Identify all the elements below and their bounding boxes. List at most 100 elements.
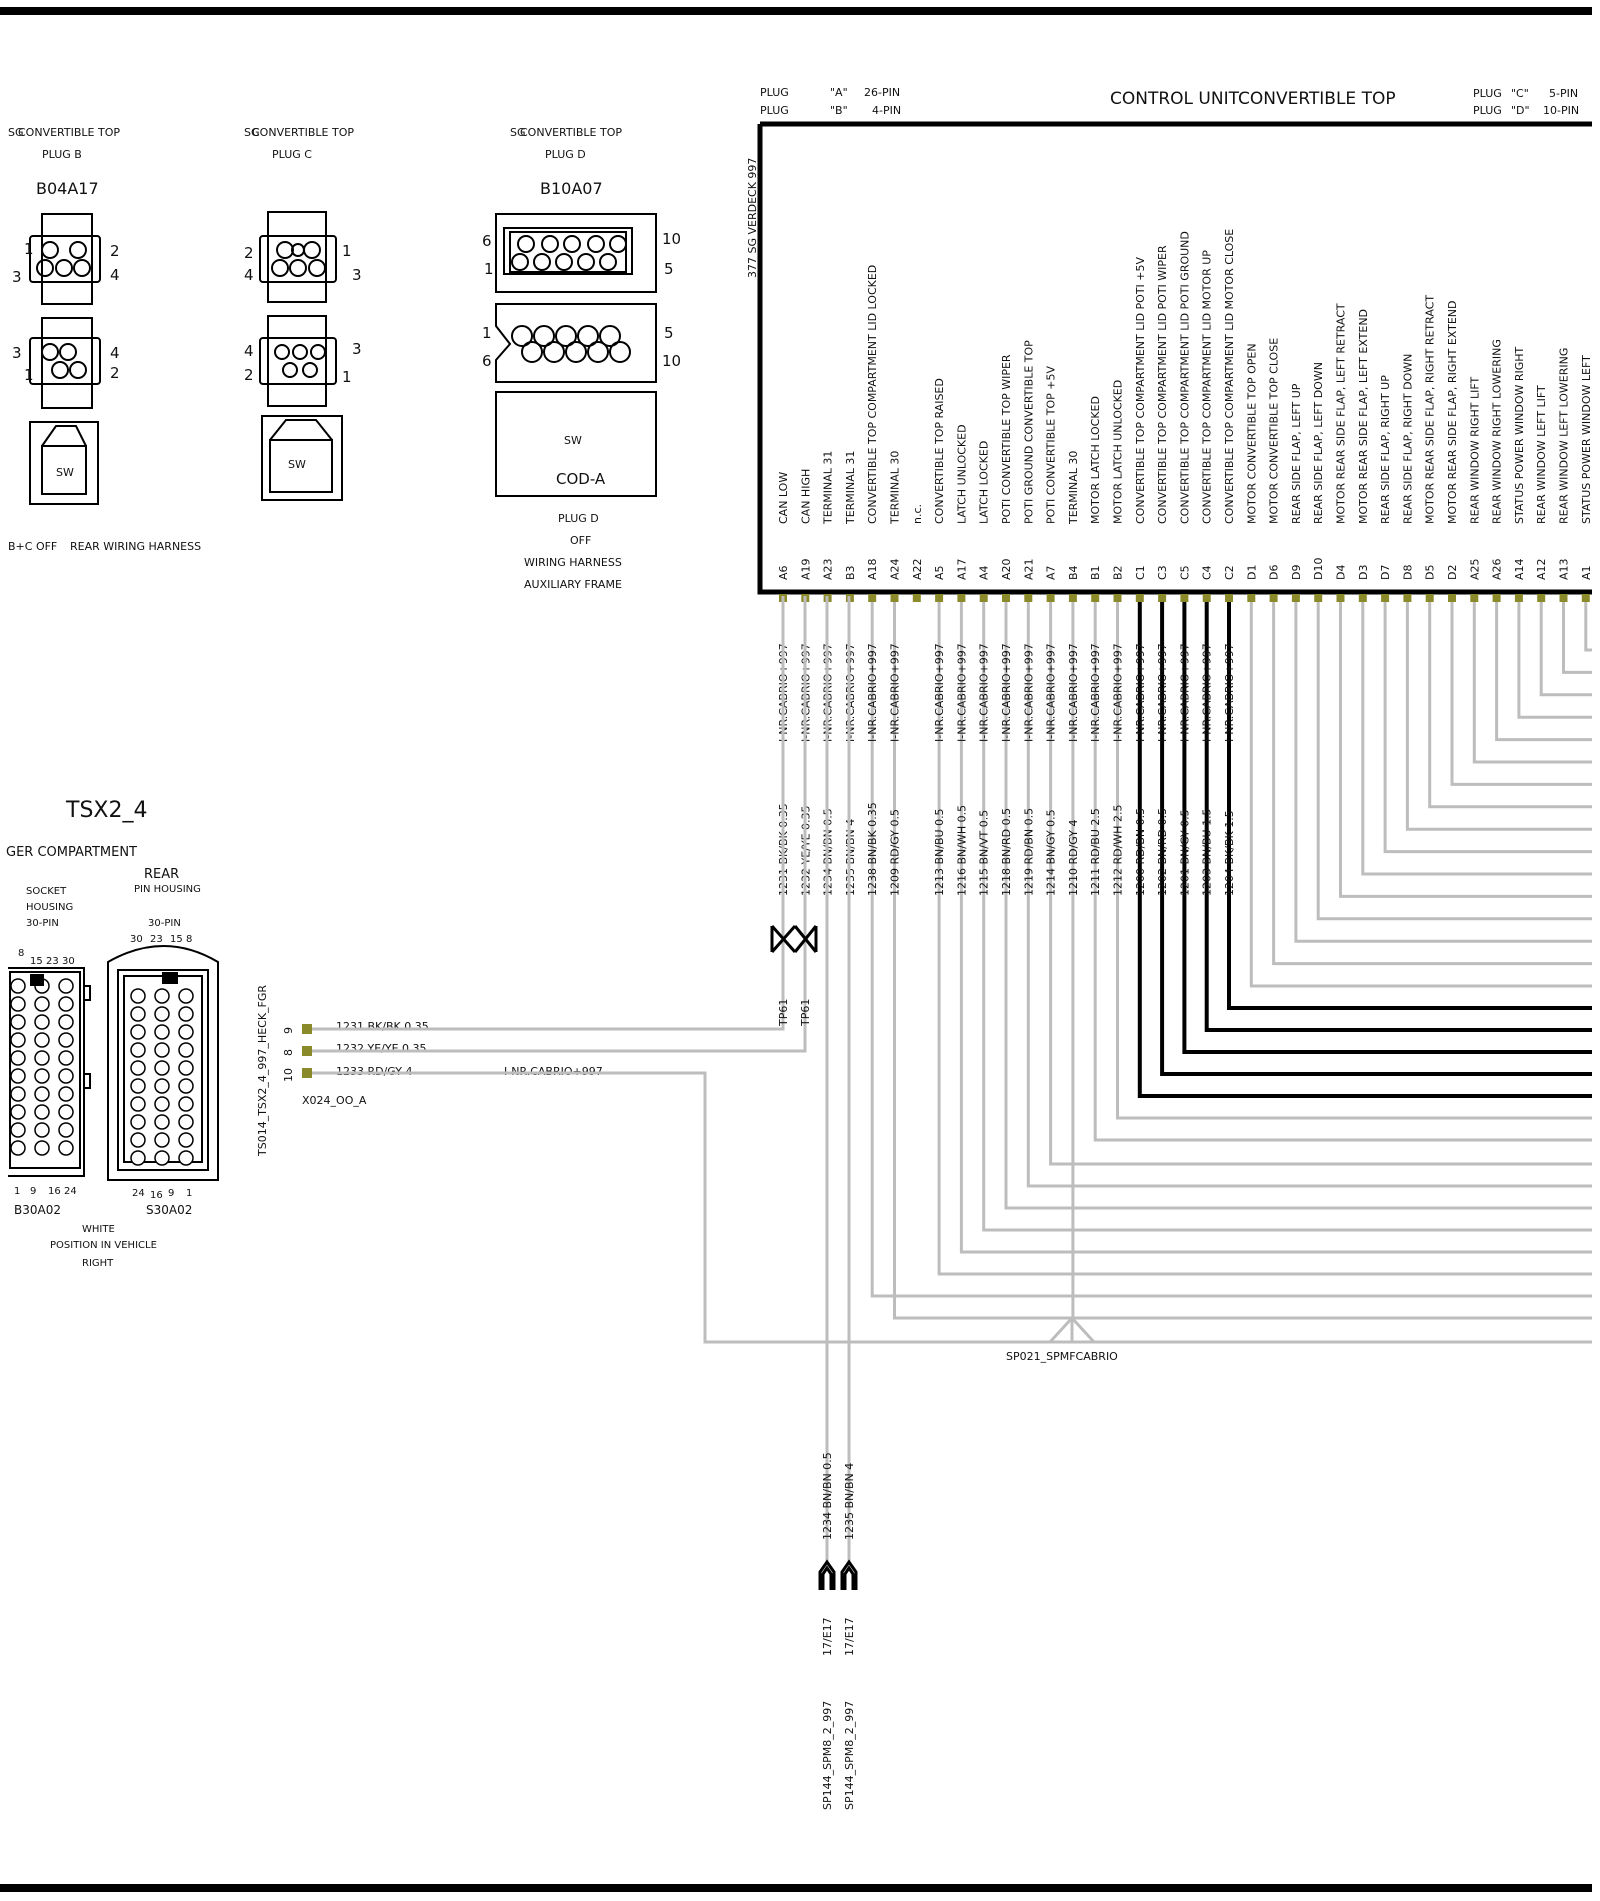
pin-marker-A25 (1470, 594, 1479, 602)
pin-func-D3: MOTOR REAR SIDE FLAP, LEFT EXTEND (1357, 309, 1370, 524)
pin-func-C4: CONVERTIBLE TOP COMPARTMENT LID MOTOR UP (1201, 250, 1214, 524)
pin-id-A22: A22 (911, 558, 924, 580)
conn-d-cod: COD-A (556, 470, 606, 488)
tsx-pin-hole (154, 1132, 170, 1148)
wire-A24 (893, 602, 1592, 1320)
plug-d-pins: 10-PIN (1543, 104, 1579, 117)
conn-d-pin-5: 1 (482, 324, 492, 342)
pin-func-A25: REAR WINDOW RIGHT LIFT (1468, 376, 1481, 524)
pin-id-D2: D2 (1446, 565, 1459, 580)
ts014-pin-8: 8 (282, 1049, 295, 1056)
tsx-ltop-1: 8 (18, 948, 24, 959)
net-label-A24: I-NR.CABRIO+997 (889, 643, 902, 742)
plug-c-word: PLUG (1473, 87, 1502, 100)
ground-wire-label-2: 1235 BN/BN 4 (843, 1463, 856, 1540)
pin-id-A4: A4 (978, 565, 991, 580)
tsx-socket-hole (10, 1068, 26, 1084)
tsx-key-right (162, 972, 178, 984)
ts014-pin-9: 9 (282, 1027, 295, 1034)
net-label-A7: I-NR.CABRIO+997 (1045, 643, 1058, 742)
pin-func-D4: MOTOR REAR SIDE FLAP, LEFT RETRACT (1335, 303, 1348, 524)
pin-id-A19: A19 (799, 558, 812, 580)
wire-C1 (1137, 602, 1592, 1098)
ground-terminal-1 (818, 1559, 836, 1590)
conn-c-pin-6: 3 (352, 340, 362, 358)
pin-func-D10: REAR SIDE FLAP, LEFT DOWN (1312, 362, 1325, 524)
tsx-socket-hole (58, 1086, 74, 1102)
tsx-lbot-1: 1 (14, 1186, 20, 1197)
tsx-pin-hole (130, 988, 146, 1004)
tsx-lbot-2: 9 (30, 1186, 36, 1197)
wire-D3 (1361, 602, 1592, 876)
pin-id-D6: D6 (1268, 565, 1281, 580)
ground-ref-1: 17/E17 (821, 1617, 834, 1656)
conn-d-pin-1: 6 (482, 232, 492, 250)
pin-func-A13: REAR WINDOW LEFT LOWERING (1558, 348, 1571, 524)
pin-func-D2: MOTOR REAR SIDE FLAP, RIGHT EXTEND (1446, 301, 1459, 525)
conn-c-pin-3: 4 (244, 266, 254, 284)
pin-func-A24: TERMINAL 30 (889, 451, 902, 525)
pin-id-A17: A17 (955, 558, 968, 580)
tsx-pin-hole (130, 1150, 146, 1166)
conn-b-pin-7: 1 (24, 366, 34, 384)
conn-c-pin-2: 1 (342, 242, 352, 260)
tsx-pin-hole (178, 1060, 194, 1076)
pin-marker-D8 (1403, 594, 1412, 602)
pin-id-D10: D10 (1312, 558, 1325, 580)
plugd-note-4: AUXILIARY FRAME (524, 578, 622, 591)
ground-splice-2: SP144_SPM8_2_997 (843, 1701, 856, 1810)
pin-id-C5: C5 (1178, 565, 1191, 580)
pin-func-B3: TERMINAL 31 (844, 451, 857, 525)
tsx-code-left: B30A02 (14, 1203, 61, 1217)
wire-A17 (959, 602, 1592, 1254)
conn-b-plug: PLUG B (42, 148, 82, 161)
pin-marker-D1 (1247, 594, 1256, 602)
pin-marker-D2 (1448, 594, 1456, 602)
pin-id-B2: B2 (1112, 565, 1125, 580)
pin-id-C4: C4 (1201, 565, 1214, 580)
plug-header-left: PLUG "A" 26-PIN PLUG "B" 4-PIN (760, 86, 901, 117)
tsx-rbot-2: 16 (150, 1190, 163, 1201)
pin-func-A12: REAR WINDOW LEFT LIFT (1535, 385, 1548, 524)
conn-b-pin-8: 2 (110, 364, 120, 382)
conn-d-sw: SW (564, 434, 582, 447)
pin-func-C3: CONVERTIBLE TOP COMPARTMENT LID POTI WIP… (1156, 245, 1169, 524)
tsx-socket-1: SOCKET (26, 886, 67, 897)
conn-d-pin-3: 1 (484, 260, 494, 278)
tsx-lbot-3: 16 (48, 1186, 61, 1197)
pin-id-A21: A21 (1022, 558, 1035, 580)
pin-marker-B1 (1091, 594, 1100, 602)
tsx-pin-hole (178, 1132, 194, 1148)
tp61-label-1: TP61 (777, 999, 790, 1027)
pin-marker-D6 (1269, 594, 1278, 602)
pin-func-D6: MOTOR CONVERTIBLE TOP CLOSE (1268, 338, 1281, 524)
wire-label-A18: 1238 BN/BK 0.35 (866, 802, 879, 896)
pin-func-A6: CAN LOW (777, 472, 790, 524)
plug-a-letter: "A" (830, 86, 848, 99)
conn-d-pin-6: 5 (664, 324, 674, 342)
plug-b-word: PLUG (760, 104, 789, 117)
pin-marker-B2 (1113, 594, 1122, 602)
pin-id-A7: A7 (1045, 565, 1058, 580)
net-label-A18: I-NR.CABRIO+997 (866, 643, 879, 742)
conn-b-sw: SW (56, 466, 74, 479)
pin-marker-C2 (1225, 594, 1233, 602)
wire-D7 (1383, 602, 1592, 854)
pin-marker-A17 (957, 594, 966, 602)
tsx-pin-hole (154, 1096, 170, 1112)
net-label-C2: I-NR.CABRIO+997 (1223, 643, 1236, 742)
ground-terminal-2 (840, 1559, 858, 1590)
splice-sp021 (1048, 1316, 1096, 1344)
pin-func-A5: CONVERTIBLE TOP RAISED (933, 378, 946, 524)
bottom-ground-wires: 1234 BN/BN 0.5 1235 BN/BN 4 17/E17 17/E1… (818, 596, 858, 1810)
pin-id-A12: A12 (1535, 558, 1548, 580)
wire-label-A24: 1209 RD/GY 0.5 (889, 809, 902, 896)
net-label-C3: I-NR.CABRIO+997 (1156, 643, 1169, 742)
tsx-socket-hole (34, 1122, 50, 1138)
pin-func-D8: REAR SIDE FLAP, RIGHT DOWN (1401, 354, 1414, 524)
net-label-A17: I-NR.CABRIO+997 (955, 643, 968, 742)
wire-label-C5: 1201 BN/GY 0.5 (1178, 809, 1191, 896)
pin-id-B3: B3 (844, 565, 857, 580)
plug-d-word: PLUG (1473, 104, 1502, 117)
tsx-socket-hole (10, 1104, 26, 1120)
